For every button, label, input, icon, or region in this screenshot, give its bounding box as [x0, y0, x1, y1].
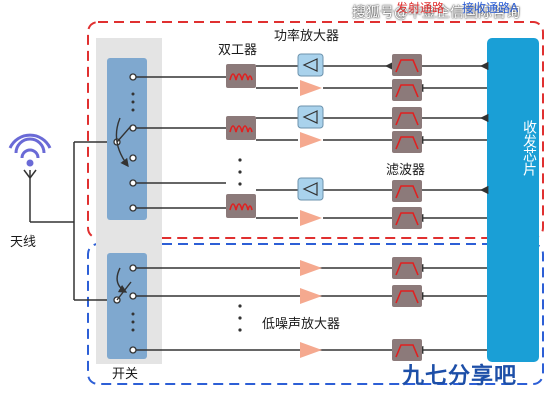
watermark-logo: 九七分享吧	[402, 364, 518, 389]
power-amplifier-label: 功率放大器	[274, 29, 340, 44]
filters	[392, 54, 422, 361]
tx-switch	[107, 58, 147, 220]
antenna-icon	[8, 133, 52, 222]
duplexer-3	[226, 194, 256, 218]
rx-region-lna-triangles	[300, 260, 322, 358]
tx-chain-1-lines	[136, 61, 489, 93]
pa-1	[297, 53, 324, 77]
tx-region-lna-triangles	[300, 80, 322, 226]
tx-switch-dots	[131, 92, 135, 112]
antenna-feed	[30, 141, 110, 301]
pa-2	[297, 105, 324, 129]
rx-path-legend: 接收通路A	[462, 1, 519, 15]
transceiver-chip	[487, 38, 539, 362]
rx-ellipsis	[238, 304, 242, 332]
watermark-top: 搜狐号@中金企信国际咨询	[352, 5, 520, 21]
rx-switch	[107, 253, 147, 359]
duplexer-2	[226, 116, 256, 140]
tx-switch-throw	[115, 117, 131, 166]
rx-switch-throw	[116, 267, 131, 301]
transceiver-label: 收发芯片	[521, 120, 537, 176]
rx-region-border	[87, 243, 544, 385]
rx-switch-dots	[131, 312, 135, 332]
tx-chain-3-lines	[136, 185, 489, 223]
tx-region-border	[87, 21, 544, 239]
lna-label: 低噪声放大器	[262, 317, 341, 332]
switch-label: 开关	[112, 367, 139, 382]
pa-3	[297, 177, 324, 201]
rx-chain-lines	[136, 263, 487, 355]
filter-label: 滤波器	[386, 163, 426, 178]
duplexer-1	[226, 64, 256, 88]
tx-chain-2-lines	[136, 113, 489, 145]
duplexer-ellipsis	[238, 158, 242, 186]
antenna-label: 天线	[10, 235, 37, 250]
duplexer-label: 双工器	[218, 43, 258, 58]
tx-path-legend: 发射通路	[396, 1, 445, 15]
